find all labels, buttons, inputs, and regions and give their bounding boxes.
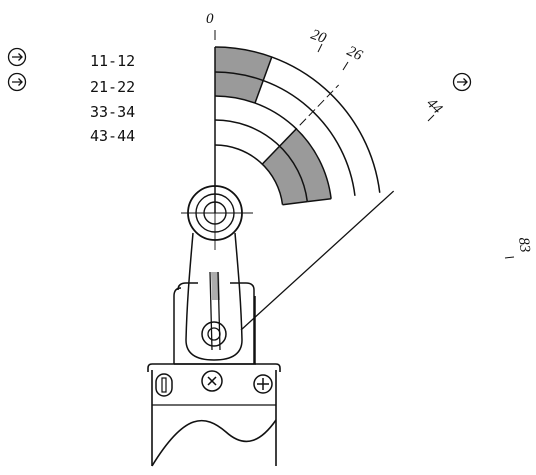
arrow-circle-icon [452,72,472,92]
angle-markers: 0 20 26 44 83 [206,11,533,259]
segment-boundary [307,197,332,203]
contact-closed-segment [262,146,308,205]
contact-label-33-34: 33-34 [90,103,135,121]
contact-ring [214,95,332,199]
contact-ring [214,144,284,205]
segment-boundary [262,56,273,81]
plus-screw-icon [253,374,273,394]
angle-label-83: 83 [515,237,533,254]
angle-label-26: 26 [344,43,365,64]
contact-label-21-22: 21-22 [90,78,135,96]
angle-guide-44 [263,84,340,163]
roller-lever-icon [173,176,256,365]
angle-label-44: 44 [423,95,445,117]
cross-screw-icon [201,370,223,392]
max-angle-line [240,190,395,331]
contact-labels: 11-12 21-22 33-34 43-44 [90,52,135,145]
contact-label-11-12: 11-12 [90,52,135,70]
contact-closed-segment [215,72,264,104]
angle-label-0: 0 [206,11,214,27]
arrow-circle-icon [7,47,27,67]
angle-label-20: 20 [309,27,329,47]
arrow-circle-icon [7,72,27,92]
switch-housing [147,363,281,467]
contact-rings [214,46,395,331]
contact-ring [214,71,356,196]
slot-screw-icon [155,373,173,397]
contact-label-43-44: 43-44 [90,127,135,145]
contact-closed-segment [279,128,332,202]
contact-ring [214,46,381,193]
contact-ring [214,119,309,202]
segment-boundary [282,200,308,206]
segment-boundary [254,80,264,104]
